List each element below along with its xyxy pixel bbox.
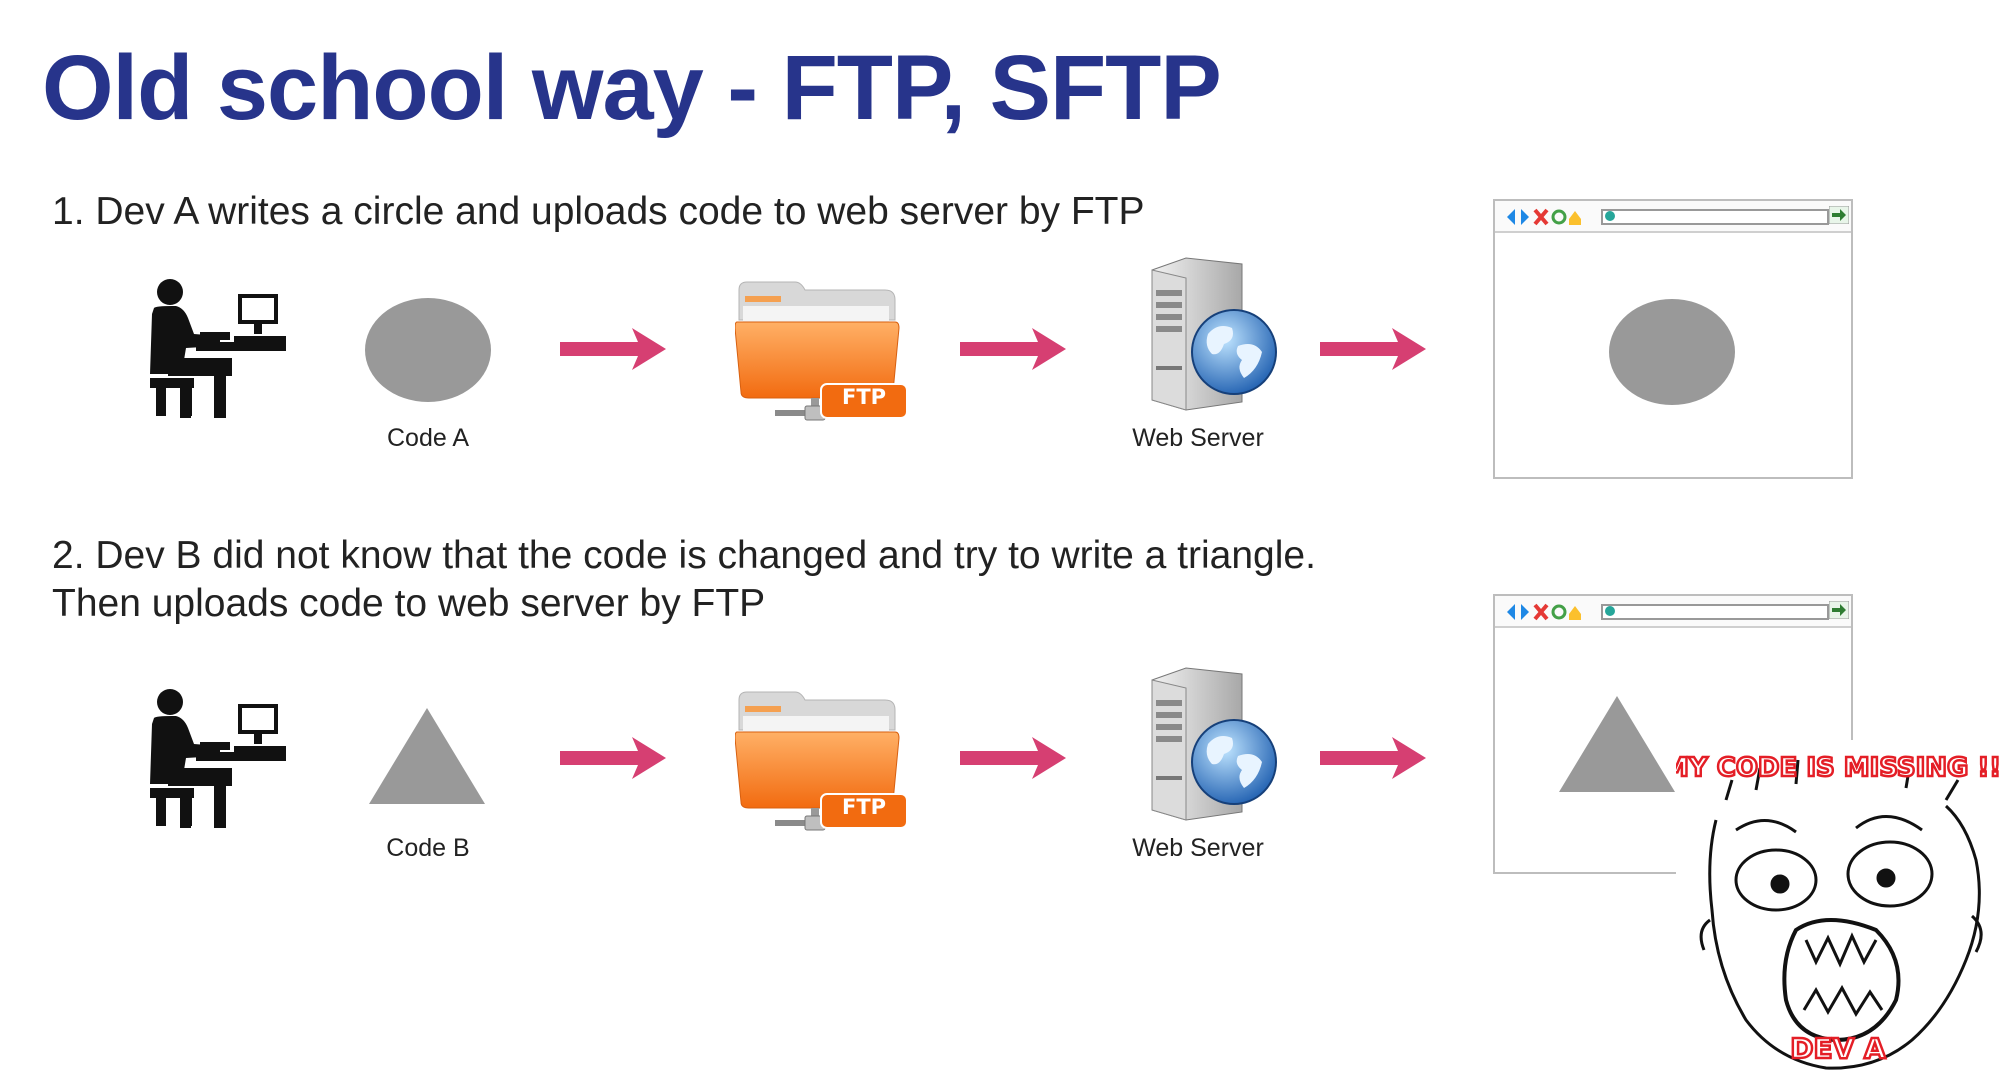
arrow-icon xyxy=(560,326,668,377)
meme-bottom-text: DEV A xyxy=(1790,1032,1886,1065)
step1-text: 1. Dev A writes a circle and uploads cod… xyxy=(52,190,1145,233)
back-icon xyxy=(1507,209,1515,225)
address-bar xyxy=(1601,604,1829,620)
browser-window xyxy=(1493,199,1853,479)
rendered-circle xyxy=(1607,297,1737,412)
home-icon xyxy=(1569,211,1581,225)
page-title: Old school way - FTP, SFTP xyxy=(42,37,1222,139)
arrow-icon xyxy=(1320,735,1428,786)
developer-icon xyxy=(150,278,290,425)
arrow-icon xyxy=(960,735,1068,786)
go-icon xyxy=(1829,206,1849,224)
rage-face-meme: MY CODE IS MISSING !!! DEV A xyxy=(1676,740,2000,1070)
step2-text-line2: Then uploads code to web server by FTP xyxy=(52,582,766,625)
globe-icon xyxy=(1605,211,1615,221)
code-b-triangle xyxy=(367,706,487,811)
go-icon xyxy=(1829,601,1849,619)
ftp-badge: FTP xyxy=(841,795,887,819)
browser-toolbar xyxy=(1495,596,1851,628)
arrow-icon xyxy=(560,735,668,786)
forward-icon xyxy=(1521,209,1529,225)
reload-icon xyxy=(1551,209,1567,225)
web-server-icon xyxy=(1146,256,1282,417)
rendered-triangle xyxy=(1557,694,1677,799)
code-b-label: Code B xyxy=(386,834,470,862)
arrow-icon xyxy=(1320,326,1428,377)
web-server-label: Web Server xyxy=(1132,834,1264,862)
browser-window xyxy=(1493,594,1853,874)
stop-icon xyxy=(1533,208,1549,226)
ftp-folder-icon xyxy=(734,690,908,843)
web-server-icon xyxy=(1146,666,1282,827)
code-a-label: Code A xyxy=(386,424,469,452)
web-server-label: Web Server xyxy=(1132,424,1264,452)
meme-top-text: MY CODE IS MISSING !!! xyxy=(1676,753,2000,783)
developer-icon xyxy=(150,688,290,835)
address-bar xyxy=(1601,209,1829,225)
step2-text-line1: 2. Dev B did not know that the code is c… xyxy=(52,534,1316,577)
browser-toolbar xyxy=(1495,201,1851,233)
ftp-badge: FTP xyxy=(841,385,887,409)
rage-face-icon xyxy=(1699,759,1983,1070)
globe-icon xyxy=(1605,606,1615,616)
code-a-circle xyxy=(363,296,493,409)
ftp-folder-icon xyxy=(734,280,908,433)
arrow-icon xyxy=(960,326,1068,377)
